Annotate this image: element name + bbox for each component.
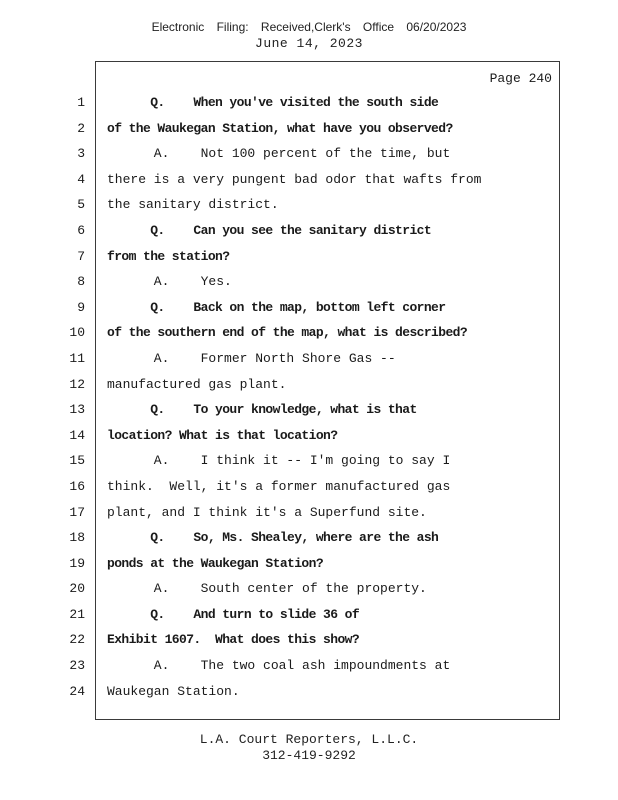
transcript-line: 17 plant, and I think it's a Superfund si… xyxy=(0,500,618,526)
line-text: A. The two coal ash impoundments at xyxy=(107,658,451,674)
transcript-line: 4 there is a very pungent bad odor that w… xyxy=(0,167,618,193)
line-number: 19 xyxy=(69,555,85,571)
line-text: Q. And turn to slide 36 of xyxy=(107,606,360,622)
transcript-line: 15 A. I think it -- I'm going to say I xyxy=(0,448,618,474)
line-text: manufactured gas plant. xyxy=(107,376,287,392)
transcript-line: 13 Q. To your knowledge, what is that xyxy=(0,397,618,423)
line-number: 18 xyxy=(69,530,85,546)
line-text: Exhibit 1607. What does this show? xyxy=(107,632,360,648)
line-text: A. I think it -- I'm going to say I xyxy=(107,453,451,469)
line-number: 16 xyxy=(69,478,85,494)
court-reporter-phone: 312-419-9292 xyxy=(262,748,356,763)
line-text: A. Not 100 percent of the time, but xyxy=(107,146,451,162)
line-number: 21 xyxy=(69,606,85,622)
transcript-line: 8 A. Yes. xyxy=(0,269,618,295)
line-text: of the southern end of the map, what is … xyxy=(107,325,468,341)
line-text: Waukegan Station. xyxy=(107,683,240,699)
transcript-line: 2 of the Waukegan Station, what have you … xyxy=(0,116,618,142)
line-text: location? What is that location? xyxy=(107,427,338,443)
line-text: Q. Can you see the sanitary district xyxy=(107,222,432,238)
line-text: A. Former North Shore Gas -- xyxy=(107,350,396,366)
line-number: 2 xyxy=(77,120,85,136)
line-text: of the Waukegan Station, what have you o… xyxy=(107,120,453,136)
line-number: 8 xyxy=(77,274,85,290)
transcript-line: 6 Q. Can you see the sanitary district xyxy=(0,218,618,244)
hearing-date: June 14, 2023 xyxy=(255,36,363,51)
transcript-line: 1 Q. When you've visited the south side xyxy=(0,90,618,116)
line-number: 24 xyxy=(69,683,85,699)
line-number: 23 xyxy=(69,658,85,674)
line-text: Q. To your knowledge, what is that xyxy=(107,402,417,418)
line-number: 3 xyxy=(77,146,85,162)
line-number: 5 xyxy=(77,197,85,213)
line-number: 10 xyxy=(69,325,85,341)
line-number: 14 xyxy=(69,427,85,443)
transcript-line: 23 A. The two coal ash impoundments at xyxy=(0,653,618,679)
line-text: plant, and I think it's a Superfund site… xyxy=(107,504,427,520)
transcript-line: 7 from the station? xyxy=(0,244,618,270)
transcript-line: 24 Waukegan Station. xyxy=(0,679,618,705)
court-reporter-name: L.A. Court Reporters, L.L.C. xyxy=(199,732,419,747)
line-text: ponds at the Waukegan Station? xyxy=(107,555,324,571)
transcript-line: 18 Q. So, Ms. Shealey, where are the ash xyxy=(0,525,618,551)
electronic-filing-stamp: Electronic Filing: Received,Clerk's Offi… xyxy=(151,20,467,34)
transcript-line: 11 A. Former North Shore Gas -- xyxy=(0,346,618,372)
line-text: A. Yes. xyxy=(107,274,232,290)
transcript-line: 22 Exhibit 1607. What does this show? xyxy=(0,627,618,653)
line-number: 20 xyxy=(69,581,85,597)
line-number: 15 xyxy=(69,453,85,469)
line-text: the sanitary district. xyxy=(107,197,279,213)
transcript-line: 3 A. Not 100 percent of the time, but xyxy=(0,141,618,167)
line-text: Q. When you've visited the south side xyxy=(107,95,439,110)
line-number: 1 xyxy=(77,95,85,110)
page-number-label: Page 240 xyxy=(489,71,552,86)
transcript-line: 16 think. Well, it's a former manufacture… xyxy=(0,474,618,500)
line-number: 22 xyxy=(69,632,85,648)
line-text: Q. So, Ms. Shealey, where are the ash xyxy=(107,530,439,546)
line-text: there is a very pungent bad odor that wa… xyxy=(107,171,482,187)
transcript-page-border xyxy=(95,61,560,720)
line-number: 9 xyxy=(77,299,85,315)
line-number: 13 xyxy=(69,402,85,418)
line-number: 17 xyxy=(69,504,85,520)
transcript-line: 21 Q. And turn to slide 36 of xyxy=(0,602,618,628)
transcript-line: 14 location? What is that location? xyxy=(0,423,618,449)
line-number: 12 xyxy=(69,376,85,392)
transcript-line: 19 ponds at the Waukegan Station? xyxy=(0,551,618,577)
transcript-line: 5 the sanitary district. xyxy=(0,192,618,218)
transcript-line: 12 manufactured gas plant. xyxy=(0,372,618,398)
transcript-line: 9 Q. Back on the map, bottom left corner xyxy=(0,295,618,321)
transcript-line: 10 of the southern end of the map, what i… xyxy=(0,320,618,346)
transcript-line: 20 A. South center of the property. xyxy=(0,576,618,602)
line-text: A. South center of the property. xyxy=(107,581,427,597)
line-number: 4 xyxy=(77,171,85,187)
line-number: 6 xyxy=(77,222,85,238)
line-text: think. Well, it's a former manufactured … xyxy=(107,478,451,494)
line-number: 7 xyxy=(77,248,85,264)
line-text: Q. Back on the map, bottom left corner xyxy=(107,299,446,315)
line-number: 11 xyxy=(69,350,85,366)
line-text: from the station? xyxy=(107,248,230,264)
